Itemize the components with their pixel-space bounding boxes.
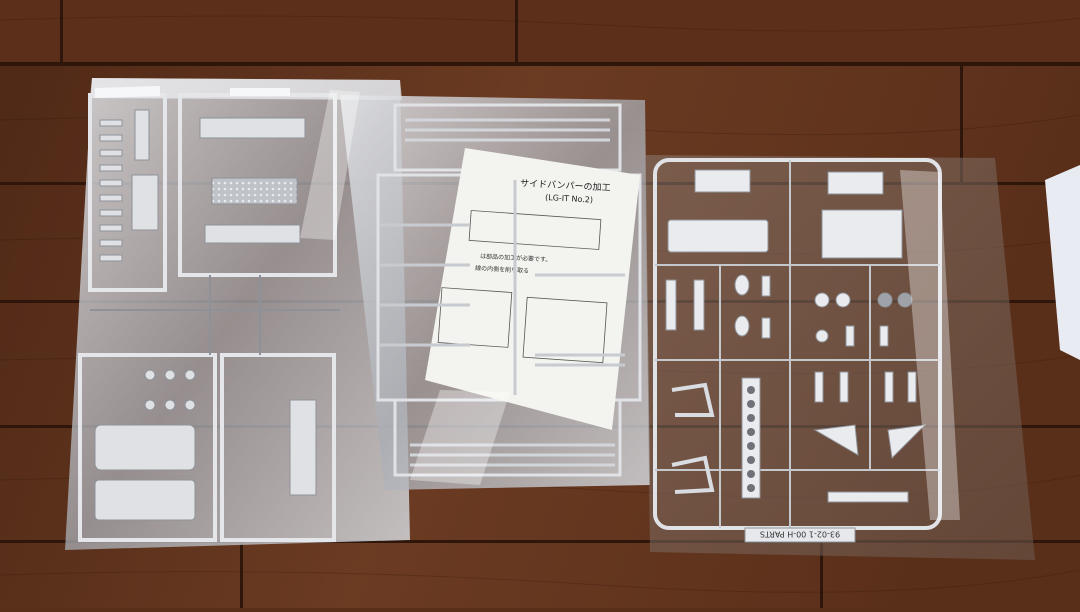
parts-label-text: 93-02-1 00-H PARTS	[760, 530, 840, 539]
middle-sprue-bag: サイドバンパーの加工 (LG-IT No.2) は部品の加工が必要です。 線の内…	[340, 95, 650, 490]
instruction-note-2: 線の内側を削り取る	[475, 264, 529, 275]
instruction-sheet: サイドバンパーの加工 (LG-IT No.2) は部品の加工が必要です。 線の内…	[425, 148, 640, 430]
parts-label: 93-02-1 00-H PARTS	[744, 527, 856, 543]
white-box-edge	[1045, 165, 1080, 360]
instruction-title: サイドバンパーの加工	[520, 178, 611, 194]
left-sprue-bag	[65, 78, 410, 550]
plastic-glare	[300, 90, 960, 520]
instruction-subtitle: (LG-IT No.2)	[545, 193, 593, 204]
right-sprue-bag: 93-02-1 00-H PARTS	[645, 155, 1035, 560]
